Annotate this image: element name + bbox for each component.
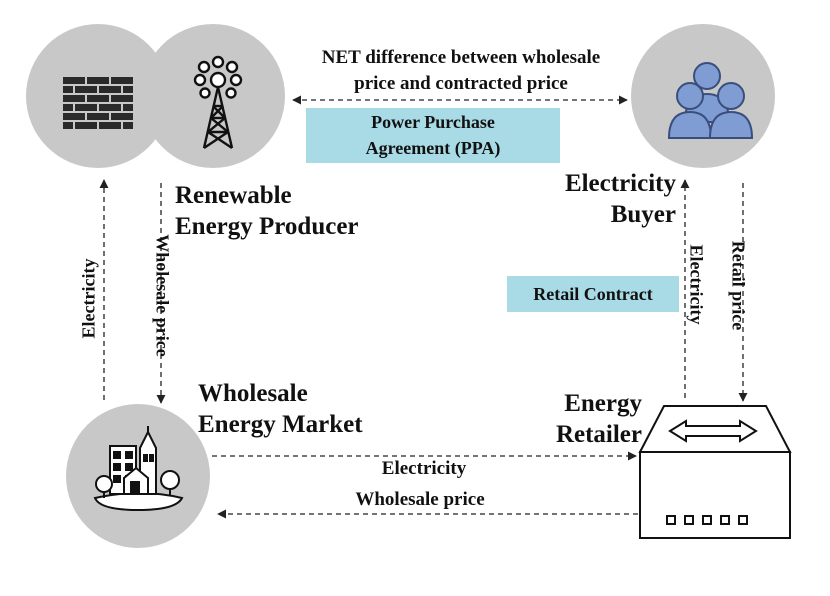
buyer-electricity-label: Electricity	[686, 244, 707, 325]
city-icon	[93, 426, 184, 512]
net-difference-label: NET difference between wholesale price a…	[276, 45, 646, 97]
ppa-line2: Agreement (PPA)	[365, 138, 501, 158]
bottom-electricity-label: Electricity	[381, 458, 467, 479]
market-label-line1: Wholesale	[198, 380, 308, 407]
retailer-box-icon	[638, 405, 792, 539]
producer-label: Renewable Energy Producer	[175, 180, 359, 242]
buyer-label-line2: Buyer	[610, 201, 676, 228]
producer-label-line2: Energy Producer	[175, 213, 359, 240]
ppa-box: Power Purchase Agreement (PPA)	[306, 108, 560, 163]
market-label: Wholesale Energy Market	[198, 378, 363, 440]
people-icon	[667, 62, 754, 139]
net-difference-line2: price and contracted price	[354, 73, 568, 94]
retailer-label: Energy Retailer	[530, 388, 642, 450]
buyer-label: Electricity Buyer	[540, 168, 676, 230]
buyer-label-line1: Electricity	[564, 170, 676, 197]
radio-tower-icon	[193, 55, 243, 149]
retail-contract-box: Retail Contract	[507, 276, 679, 312]
market-label-line2: Energy Market	[198, 411, 363, 438]
retailer-label-line1: Energy	[564, 390, 642, 417]
buyer-retail-price-label: Retail price	[728, 240, 749, 331]
ppa-line1: Power Purchase	[371, 112, 495, 132]
bottom-wholesale-price-label: Wholesale price	[355, 489, 485, 510]
producer-wholesale-price-label: Wholesale price	[152, 234, 173, 357]
brick-wall-icon	[61, 75, 135, 131]
retailer-label-line2: Retailer	[555, 421, 642, 448]
net-difference-line1: NET difference between wholesale	[321, 47, 601, 68]
producer-electricity-label: Electricity	[78, 258, 99, 339]
producer-label-line1: Renewable	[175, 182, 292, 209]
